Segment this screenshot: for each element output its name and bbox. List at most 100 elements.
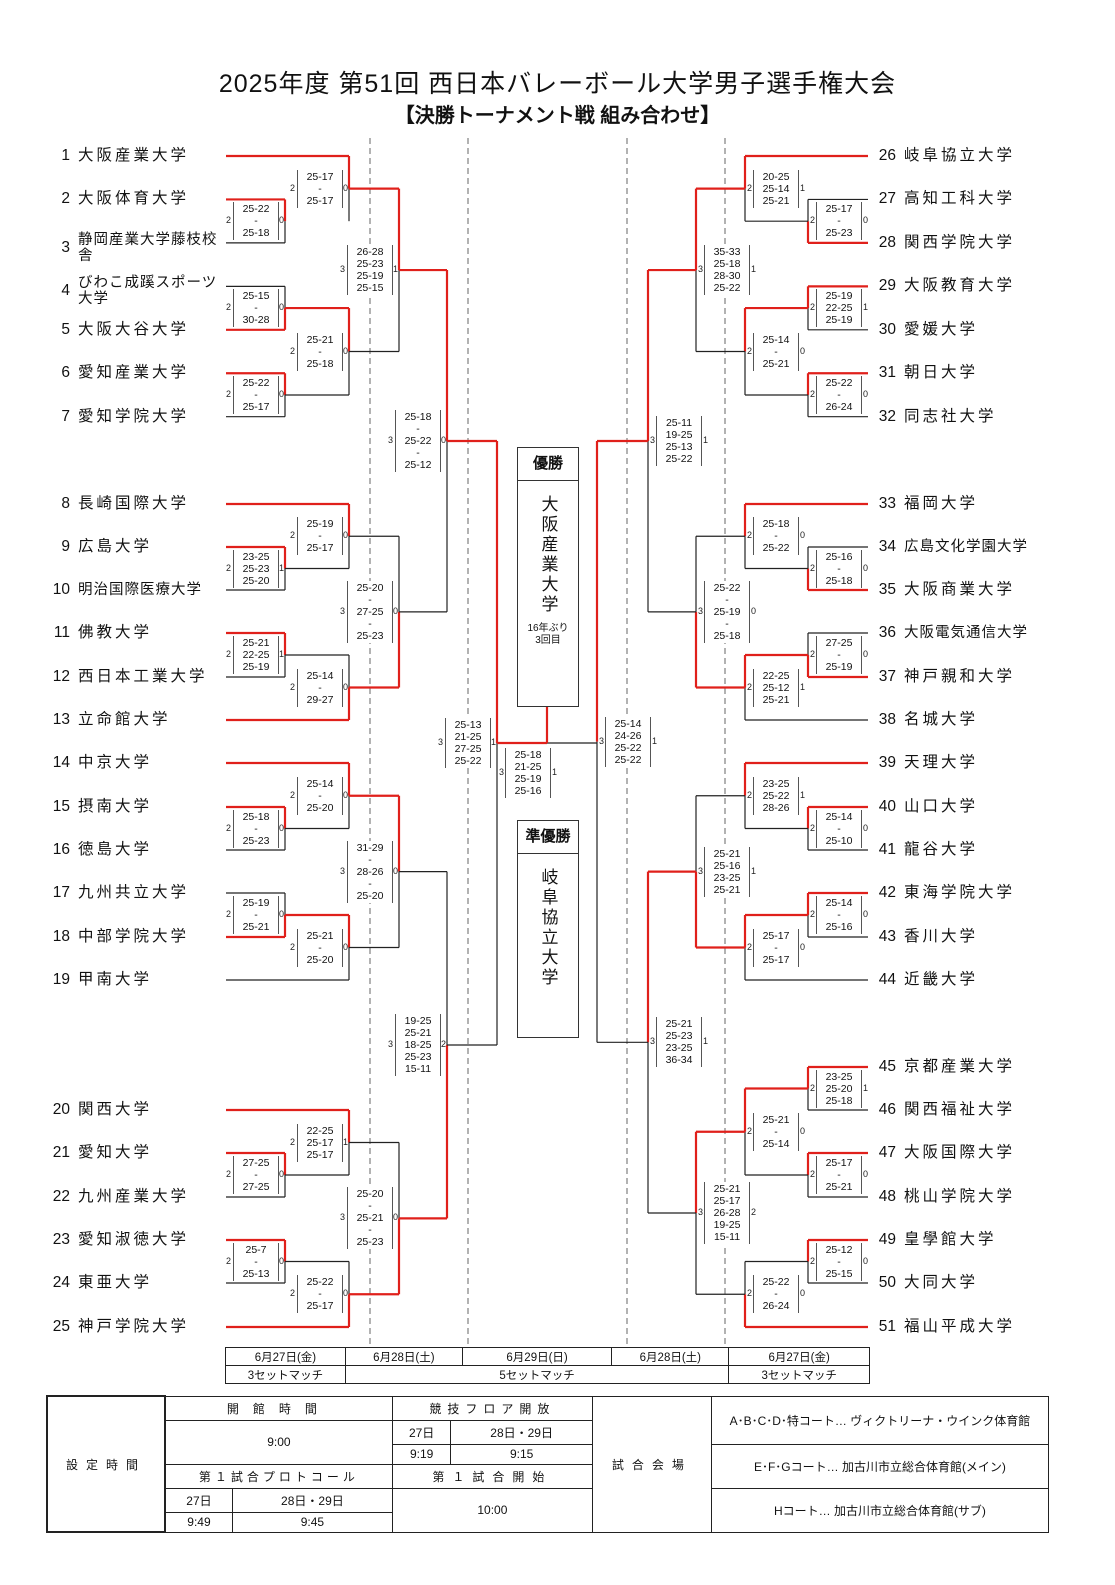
team-name: 東海学院大学 — [904, 884, 1016, 901]
set-score: - — [318, 345, 322, 358]
venue-2: E･F･Gコート… 加古川市立総合体育館(メイン) — [710, 1443, 1050, 1489]
sets-won-b: 0 — [279, 822, 285, 833]
team-number: 45 — [878, 1058, 896, 1075]
set-score: 21-25 — [454, 730, 482, 743]
sets-won-b: 2 — [441, 1039, 447, 1049]
team-name: 山口大学 — [904, 798, 979, 815]
set-score: 25-14 — [762, 333, 790, 346]
set-score: 25-14 — [825, 897, 853, 909]
team-name: 神戸学院大学 — [78, 1318, 190, 1335]
set-score: - — [837, 1255, 841, 1268]
set-score: 20-25 — [762, 170, 790, 183]
set-score: 25-21 — [356, 1212, 384, 1225]
set-score: 25-14 — [306, 669, 334, 682]
set-score: - — [318, 530, 322, 543]
team-number: 44 — [878, 971, 896, 988]
sets-won-b: 1 — [491, 736, 497, 747]
team-number: 1 — [61, 147, 70, 164]
sets-won-b: 0 — [800, 345, 806, 356]
set-score: 25-22 — [306, 1276, 334, 1289]
sets-won-a: 2 — [810, 562, 816, 573]
date-left-r2: 6月28日(土) — [344, 1347, 463, 1366]
match-score: 27-25-25-19 — [816, 636, 862, 674]
set-score: 25-21 — [306, 333, 334, 346]
match-score: 25-22-26-24 — [816, 375, 862, 414]
set-score: 25-22 — [454, 754, 482, 767]
sets-won-a: 2 — [226, 649, 232, 659]
team-number: 5 — [61, 320, 70, 338]
team-number: 26 — [878, 147, 896, 164]
match-score: 25-21-25-14 — [753, 1112, 799, 1151]
set-score: 25-23 — [242, 834, 270, 847]
set-score: 22-25 — [306, 1124, 334, 1137]
set-score: - — [318, 681, 322, 694]
sets-won-b: 0 — [343, 530, 349, 541]
set-score: 25-19 — [825, 661, 853, 673]
sets-won-b: 0 — [279, 1169, 285, 1179]
set-score: 25-20 — [242, 574, 270, 587]
set-score: 25-22 — [762, 542, 790, 555]
set-score: 25-12 — [762, 681, 790, 694]
protocol-time1: 9:49 — [164, 1511, 233, 1533]
match-score: 25-14-25-16 — [816, 896, 862, 934]
team-name: 大阪国際大学 — [904, 1144, 1016, 1161]
team-number: 46 — [878, 1101, 896, 1118]
set-score: 23-25 — [762, 777, 790, 790]
set-score: - — [368, 853, 372, 866]
match-score: 25-22-25-17 — [297, 1275, 343, 1314]
sets-won-b: 0 — [279, 215, 285, 226]
set-score: - — [368, 877, 372, 890]
set-score: 25-13 — [665, 440, 693, 453]
date-right-r2: 6月28日(土) — [611, 1347, 730, 1366]
team-number: 8 — [61, 495, 70, 512]
set-score: 25-13 — [242, 1267, 270, 1280]
sets-won-b: 1 — [751, 264, 757, 275]
set-score: 27-25 — [242, 1157, 270, 1169]
sets-won-a: 2 — [747, 681, 753, 692]
sets-won-b: 0 — [863, 822, 869, 833]
set-score: - — [837, 649, 841, 661]
set-score: 25-19 — [514, 773, 542, 785]
sets-won-b: 1 — [279, 562, 285, 573]
set-score: 25-20 — [356, 889, 384, 902]
team-number: 2 — [61, 190, 70, 208]
team-number: 11 — [53, 624, 70, 641]
team-number: 6 — [61, 364, 70, 382]
open-time-value: 9:00 — [164, 1419, 393, 1465]
sets-won-b: 0 — [800, 1288, 806, 1299]
set-score: 27-25 — [356, 605, 384, 618]
sets-won-b: 2 — [751, 1207, 757, 1217]
team-number: 43 — [878, 928, 896, 945]
set-score: 22-25 — [825, 302, 853, 315]
set-score: 26-28 — [713, 1207, 741, 1219]
set-score: 25-14 — [614, 717, 642, 730]
team-name: 長崎国際大学 — [78, 495, 190, 512]
match-score: 25-14-25-10 — [816, 809, 862, 848]
set-score: 22-25 — [762, 669, 790, 682]
set-score: - — [837, 562, 841, 575]
set-score: - — [774, 530, 778, 543]
set-score: - — [416, 446, 420, 459]
team-name: 朝日大学 — [904, 364, 979, 382]
team-number: 15 — [52, 798, 70, 815]
set-score: - — [318, 1288, 322, 1301]
match-score: 25-20-25-21-25-23 — [347, 1187, 393, 1250]
set-score: 31-29 — [356, 841, 384, 854]
team-name: 東亜大学 — [78, 1274, 153, 1291]
sets-won-b: 0 — [393, 605, 399, 616]
team-number: 50 — [878, 1274, 896, 1291]
set-score: 25-17 — [306, 1148, 334, 1161]
set-score: 27-25 — [242, 1181, 270, 1193]
team-number: 31 — [878, 364, 896, 382]
